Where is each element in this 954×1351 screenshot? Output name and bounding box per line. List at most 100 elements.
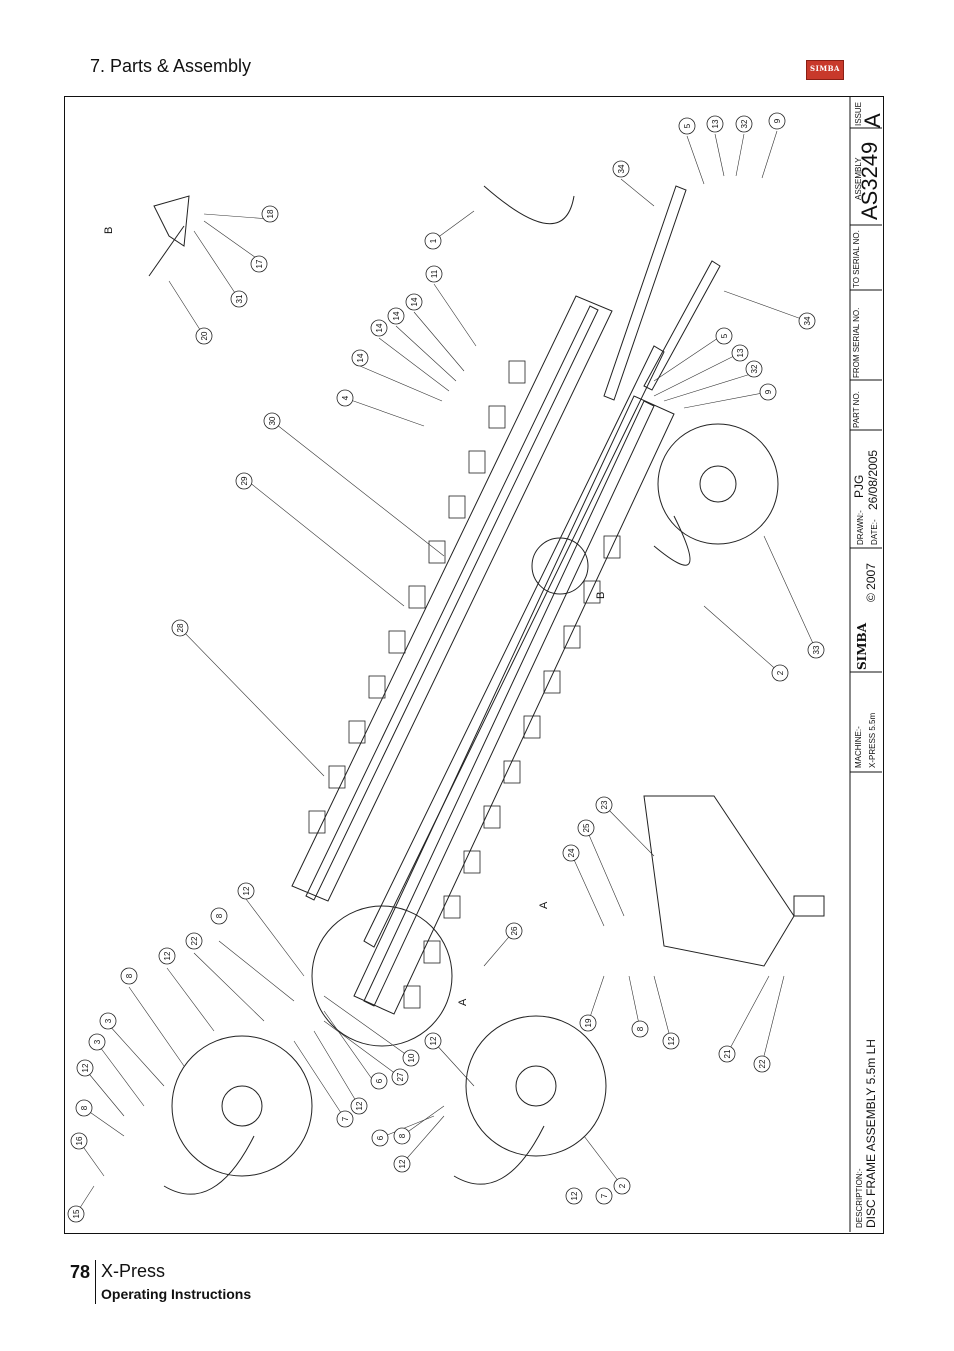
callout-number: 6 [375, 1078, 384, 1083]
callout-42: 10 [402, 1049, 420, 1067]
callout-bubble [195, 327, 213, 345]
callout-bubble [391, 1068, 409, 1086]
callout-bubble [263, 412, 281, 430]
callout-number: 34 [803, 316, 812, 325]
callout-number: 33 [812, 645, 821, 654]
section-title: 7. Parts & Assembly [90, 56, 252, 76]
callout-bubble [158, 947, 176, 965]
drawn-value: PJG [852, 474, 866, 498]
callout-47: 12 [424, 1032, 442, 1050]
callout-number: 26 [510, 926, 519, 935]
callout-number: 9 [764, 389, 773, 394]
callout-bubble [387, 307, 405, 325]
callout-number: 8 [215, 913, 224, 918]
callout-17: 34 [798, 312, 816, 330]
view-label-b: B [595, 592, 607, 599]
callout-53: 8 [631, 1020, 649, 1038]
callout-number: 23 [600, 800, 609, 809]
callout-33: 22 [185, 932, 203, 950]
callout-31: 12 [237, 882, 255, 900]
callout-18: 5 [715, 327, 733, 345]
part-no-label: PART NO. [852, 391, 861, 428]
callout-57: 12 [565, 1187, 583, 1205]
callout-number: 5 [683, 123, 692, 128]
description-value: DISC FRAME ASSEMBLY 5.5m LH [864, 1039, 878, 1228]
callout-number: 31 [235, 294, 244, 303]
callout-number: 19 [584, 1018, 593, 1027]
callout-48: 6 [371, 1129, 389, 1147]
callout-number: 13 [711, 119, 720, 128]
callout-bubble [230, 290, 248, 308]
drawn-label: DRAWN:- [856, 510, 865, 545]
callout-number: 6 [376, 1135, 385, 1140]
callout-25: 33 [807, 641, 825, 659]
callout-number: 11 [430, 269, 439, 278]
to-serial-label: TO SERIAL NO. [852, 230, 861, 288]
callout-bubble [753, 1055, 771, 1073]
callout-bubble [67, 1205, 85, 1223]
callout-bubble [120, 967, 138, 985]
callout-56: 22 [753, 1055, 771, 1073]
callout-bubble [631, 1020, 649, 1038]
callout-bubble [612, 160, 630, 178]
callout-21: 9 [759, 383, 777, 401]
callout-number: 14 [375, 323, 384, 332]
callout-bubble [76, 1059, 94, 1077]
drawing-frame [64, 96, 884, 1234]
callout-bubble [424, 1032, 442, 1050]
callout-number: 32 [740, 119, 749, 128]
callout-13: 14 [387, 307, 405, 325]
callout-number: 7 [600, 1193, 609, 1198]
callout-bubble [402, 1049, 420, 1067]
footer-divider [95, 1260, 96, 1304]
callout-bubble [371, 1129, 389, 1147]
callout-44: 27 [391, 1068, 409, 1086]
callout-39: 8 [75, 1099, 93, 1117]
callout-number: 21 [723, 1049, 732, 1058]
callout-24: 28 [171, 619, 189, 637]
callout-15: 14 [351, 349, 369, 367]
callout-bubble [424, 232, 442, 250]
callout-bubble [237, 882, 255, 900]
view-label-b: B [103, 227, 115, 234]
callout-bubble [595, 796, 613, 814]
page-number: 78 [70, 1262, 91, 1282]
callout-number: 12 [398, 1159, 407, 1168]
view-label-a: A [457, 998, 469, 1006]
date-value: 26/08/2005 [866, 449, 880, 510]
callout-number: 3 [93, 1039, 102, 1044]
callout-55: 21 [718, 1045, 736, 1063]
callout-bubble [350, 1097, 368, 1115]
callout-number: 15 [72, 1209, 81, 1218]
callout-bubble [562, 844, 580, 862]
callout-bubble [577, 819, 595, 837]
callout-number: 16 [75, 1136, 84, 1145]
callout-bubble [370, 319, 388, 337]
callout-23: 29 [235, 472, 253, 490]
callout-4: 9 [768, 112, 786, 130]
simba-logo: SIMBA [806, 60, 844, 80]
callout-3: 32 [735, 115, 753, 133]
machine-label: MACHINE:- [854, 726, 863, 768]
callout-54: 12 [662, 1032, 680, 1050]
callout-bubble [807, 641, 825, 659]
callout-number: 10 [407, 1053, 416, 1062]
callout-bubble [768, 112, 786, 130]
callout-bubble [250, 255, 268, 273]
callout-number: 8 [80, 1105, 89, 1110]
issue-value: A [860, 113, 885, 128]
callout-bubble [595, 1187, 613, 1205]
callout-bubble [759, 383, 777, 401]
callout-number: 18 [266, 209, 275, 218]
callout-bubble [393, 1155, 411, 1173]
callout-bubble [745, 360, 763, 378]
callout-9: 20 [195, 327, 213, 345]
callout-bubble [336, 1110, 354, 1128]
callout-bubble [185, 932, 203, 950]
callout-number: 4 [341, 395, 350, 400]
callout-11: 11 [425, 265, 443, 283]
callout-number: 1 [429, 238, 438, 243]
callout-number: 12 [355, 1101, 364, 1110]
callout-bubble [706, 115, 724, 133]
